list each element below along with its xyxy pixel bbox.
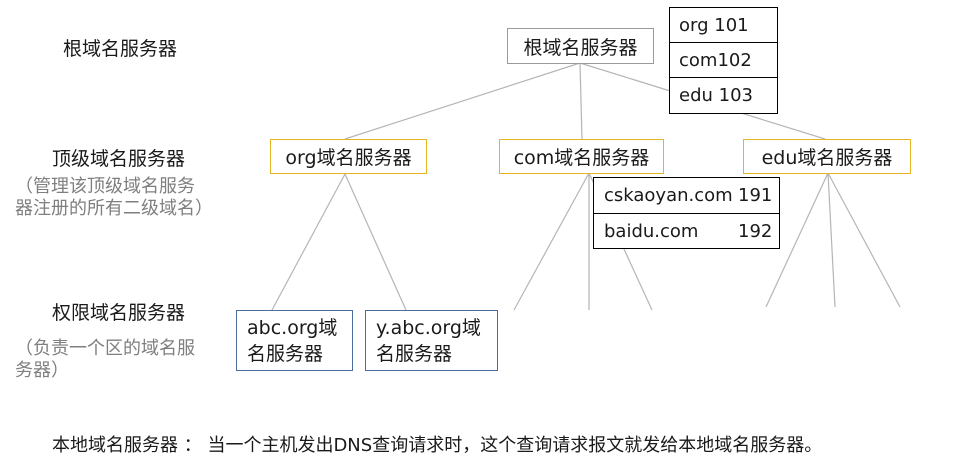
tld-note-line-2: 器注册的所有二级域名） [15,198,213,219]
com-server-table: cskaoyan.com 191 baidu.com 192 [593,177,780,249]
node-y-abc-org: y.abc.org域 名服务器 [365,310,498,371]
edge-edu-left [765,172,829,308]
root-server-table: org 101 com102 edu 103 [669,7,778,114]
node-abc-org-line-2: 名服务器 [247,342,324,365]
com-table-name: cskaoyan.com [604,185,733,206]
node-root: 根域名服务器 [507,28,654,64]
node-org-label: org域名服务器 [285,147,412,169]
root-table-cell: com102 [679,49,752,71]
level-label-tld: 顶级域名服务器 [52,148,186,170]
root-table-cell: edu 103 [679,84,753,106]
level-label-root: 根域名服务器 [63,38,178,60]
node-abc-org: abc.org域 名服务器 [236,310,353,371]
root-table-row: org 101 [670,8,777,43]
com-table-row: baidu.com 192 [594,214,779,249]
node-root-label: 根域名服务器 [523,36,638,59]
node-com: com域名服务器 [499,139,664,174]
edge-com-left [513,172,590,311]
com-table-ip: 191 [738,185,773,206]
tld-note-line-1: （管理该顶级域名服务 [15,176,195,197]
edge-org-yabc [344,173,407,311]
node-edu: edu域名服务器 [743,139,911,174]
com-table-ip: 192 [738,221,773,242]
com-table-name: baidu.com [604,221,699,242]
level-label-auth: 权限域名服务器 [52,302,186,324]
edge-org-abc [271,173,346,311]
com-table-row: cskaoyan.com 191 [594,178,779,214]
local-dns-description: 本地域名服务器 ： 当一个主机发出DNS查询请求时，这个查询请求报文就发给本地域… [52,435,823,456]
node-y-abc-org-line-2: 名服务器 [376,342,453,365]
node-com-label: com域名服务器 [513,147,650,169]
tld-note: （管理该顶级域名服务 器注册的所有二级域名） [15,176,213,220]
auth-note: （负责一个区的域名服 务器） [15,338,195,382]
root-table-row: com102 [670,43,777,78]
root-table-row: edu 103 [670,78,777,112]
edge-root-com [579,62,583,140]
root-table-cell: org 101 [679,14,749,36]
node-org: org域名服务器 [270,139,427,174]
edge-edu-mid [827,172,836,308]
edge-edu-right [827,172,901,308]
auth-note-line-2: 务器） [15,360,69,381]
node-abc-org-line-1: abc.org域 [247,316,338,339]
node-y-abc-org-line-1: y.abc.org域 [376,316,481,339]
edge-root-org [344,62,581,140]
node-edu-label: edu域名服务器 [761,147,893,169]
auth-note-line-1: （负责一个区的域名服 [15,338,195,359]
